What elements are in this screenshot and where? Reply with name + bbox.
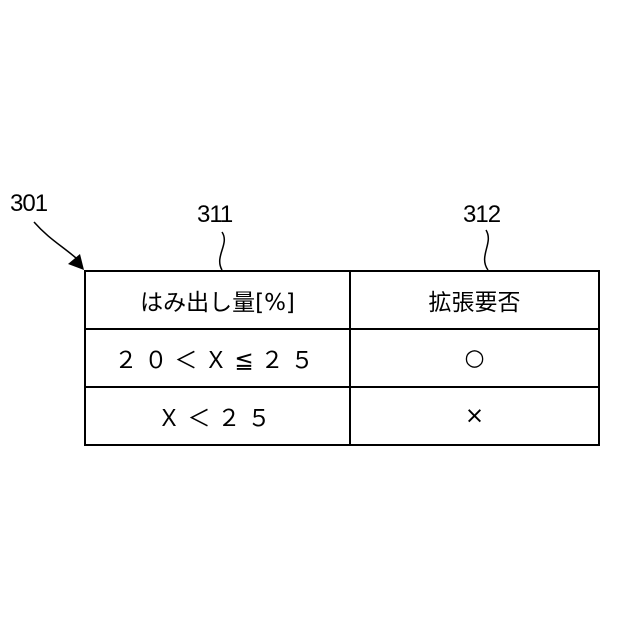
criteria-table: はみ出し量[%] 拡張要否 ２０＜Ｘ≦２５ ○ Ｘ＜２５ × xyxy=(84,270,600,446)
result-cell: × xyxy=(350,387,599,445)
condition-cell: Ｘ＜２５ xyxy=(85,387,350,445)
leader-line-312 xyxy=(485,230,489,270)
arrowhead-301 xyxy=(68,254,84,270)
header-overhang-amount: はみ出し量[%] xyxy=(85,271,350,329)
table-row: ２０＜Ｘ≦２５ ○ xyxy=(85,329,599,387)
leader-line-311 xyxy=(220,232,225,270)
leader-line-301 xyxy=(34,222,76,258)
table-row: Ｘ＜２５ × xyxy=(85,387,599,445)
result-cell: ○ xyxy=(350,329,599,387)
table-header-row: はみ出し量[%] 拡張要否 xyxy=(85,271,599,329)
header-expansion-required: 拡張要否 xyxy=(350,271,599,329)
condition-cell: ２０＜Ｘ≦２５ xyxy=(85,329,350,387)
